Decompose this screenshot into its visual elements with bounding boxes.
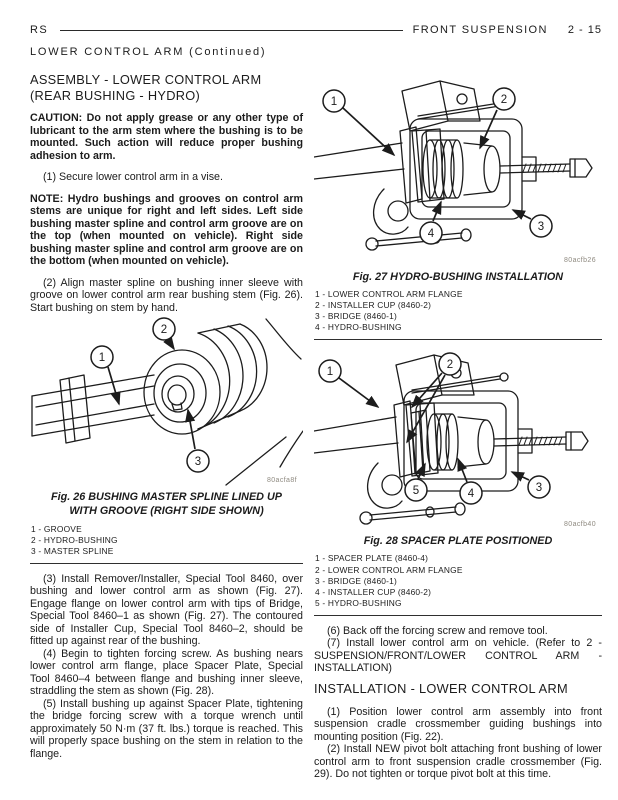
fig27-illustration: 1 2 3 4 xyxy=(314,80,593,251)
note-text: NOTE: Hydro bushings and grooves on cont… xyxy=(30,192,303,268)
fig26-callout-3: 3 xyxy=(186,449,210,474)
figure-divider xyxy=(314,339,602,341)
page-header: RS FRONT SUSPENSION 2 - 15 xyxy=(30,24,602,36)
svg-text:1: 1 xyxy=(331,96,337,108)
continued-heading: LOWER CONTROL ARM (Continued) xyxy=(30,46,267,58)
fig27-watermark: 80acfb26 xyxy=(563,257,596,264)
step-6: (6) Back off the forcing screw and remov… xyxy=(327,624,548,637)
step-1: (1) Secure lower control arm in a vise. xyxy=(43,171,223,184)
fig27-caption: Fig. 27 HYDRO-BUSHING INSTALLATION xyxy=(352,271,564,283)
fig28-legend-item: 5 - HYDRO-BUSHING xyxy=(315,597,402,608)
fig27-callout-2: 2 xyxy=(492,87,516,111)
caution-text: CAUTION: Do not apply grease or any othe… xyxy=(30,112,303,162)
page-number: 2 - 15 xyxy=(567,24,602,36)
fig28-legend: 1 - SPACER PLATE (8460-4) 2 - LOWER CONT… xyxy=(315,553,602,608)
step-4: (4) Begin to tighten forcing screw. As b… xyxy=(30,647,303,698)
fig26-legend-item: 2 - HYDRO-BUSHING xyxy=(31,534,118,545)
figure-divider xyxy=(30,562,303,564)
left-column: ASSEMBLY - LOWER CONTROL ARM (REAR BUSHI… xyxy=(30,66,303,781)
fig26-legend-item: 1 - GROOVE xyxy=(31,523,82,534)
fig28-callout-2: 2 xyxy=(438,352,462,377)
fig28-watermark: 80acfb40 xyxy=(563,521,596,529)
fig27-legend-item: 1 - LOWER CONTROL ARM FLANGE xyxy=(315,289,463,300)
svg-text:2: 2 xyxy=(447,359,453,371)
fig26-callout-2: 2 xyxy=(152,317,176,342)
fig27-legend: 1 - LOWER CONTROL ARM FLANGE 2 - INSTALL… xyxy=(315,289,602,333)
manual-page: RS FRONT SUSPENSION 2 - 15 LOWER CONTROL… xyxy=(30,24,602,781)
figure-27: 1 2 3 4 80acfb26 xyxy=(314,69,602,267)
svg-text:3: 3 xyxy=(536,482,542,494)
figure-28: 1 2 3 4 5 80acfb40 xyxy=(314,349,602,531)
assembly-heading: ASSEMBLY - LOWER CONTROL ARM (REAR BUSHI… xyxy=(30,72,262,103)
installation-heading: INSTALLATION - LOWER CONTROL ARM xyxy=(314,680,568,696)
fig26-illustration: 1 2 3 xyxy=(31,317,303,487)
fig27-legend-item: 3 - BRIDGE (8460-1) xyxy=(315,311,397,322)
svg-text:1: 1 xyxy=(327,366,333,378)
fig28-legend-item: 4 - INSTALLER CUP (8460-2) xyxy=(315,586,432,597)
fig28-callout-3: 3 xyxy=(527,475,551,500)
fig28-illustration: 1 2 3 4 5 xyxy=(314,352,589,526)
fig27-callout-4: 4 xyxy=(419,221,443,245)
fig28-legend-item: 1 - SPACER PLATE (8460-4) xyxy=(315,553,429,564)
fig27-callout-1: 1 xyxy=(322,89,346,113)
fig28-caption: Fig. 28 SPACER PLATE POSITIONED xyxy=(363,535,553,548)
svg-text:4: 4 xyxy=(468,488,475,500)
svg-text:1: 1 xyxy=(99,352,105,364)
svg-text:2: 2 xyxy=(501,94,507,106)
fig27-callout-3: 3 xyxy=(529,214,553,238)
section-title: FRONT SUSPENSION xyxy=(412,24,548,36)
install-step-2: (2) Install NEW pivot bolt attaching fro… xyxy=(314,743,602,781)
right-column: 1 2 3 4 80acfb26 Fig. 27 HYDRO-BUSHING I… xyxy=(314,66,602,781)
fig26-legend: 1 - GROOVE 2 - HYDRO-BUSHING 3 - MASTER … xyxy=(31,524,303,557)
figure-divider xyxy=(314,614,602,616)
step-7: (7) Install lower control arm on vehicle… xyxy=(314,637,602,675)
fig27-legend-item: 4 - HYDRO-BUSHING xyxy=(315,322,402,333)
step-5: (5) Install bushing up against Spacer Pl… xyxy=(30,697,303,760)
svg-text:3: 3 xyxy=(195,456,201,468)
fig27-legend-item: 2 - INSTALLER CUP (8460-2) xyxy=(315,300,432,311)
install-step-1: (1) Position lower control arm assembly … xyxy=(314,705,602,743)
fig28-legend-item: 3 - BRIDGE (8460-1) xyxy=(315,575,397,586)
model-code: RS xyxy=(30,24,49,36)
fig26-legend-item: 3 - MASTER SPLINE xyxy=(31,545,114,556)
svg-text:5: 5 xyxy=(413,485,419,497)
figure-26: 1 2 3 80acfa8f xyxy=(30,317,303,487)
step-2: (2) Align master spline on bushing inner… xyxy=(30,276,303,314)
fig28-callout-4: 4 xyxy=(459,481,483,506)
header-rule xyxy=(60,29,403,31)
svg-text:4: 4 xyxy=(428,228,435,240)
svg-text:2: 2 xyxy=(161,324,167,336)
svg-text:3: 3 xyxy=(538,221,544,233)
step-3: (3) Install Remover/Installer, Special T… xyxy=(30,572,303,648)
fig26-callout-1: 1 xyxy=(90,345,114,370)
fig26-caption: Fig. 26 BUSHING MASTER SPLINE LINED UP W… xyxy=(51,491,282,518)
fig26-watermark: 80acfa8f xyxy=(266,477,297,485)
fig28-callout-1: 1 xyxy=(318,359,342,384)
fig28-callout-5: 5 xyxy=(404,478,428,503)
fig28-legend-item: 2 - LOWER CONTROL ARM FLANGE xyxy=(315,564,463,575)
